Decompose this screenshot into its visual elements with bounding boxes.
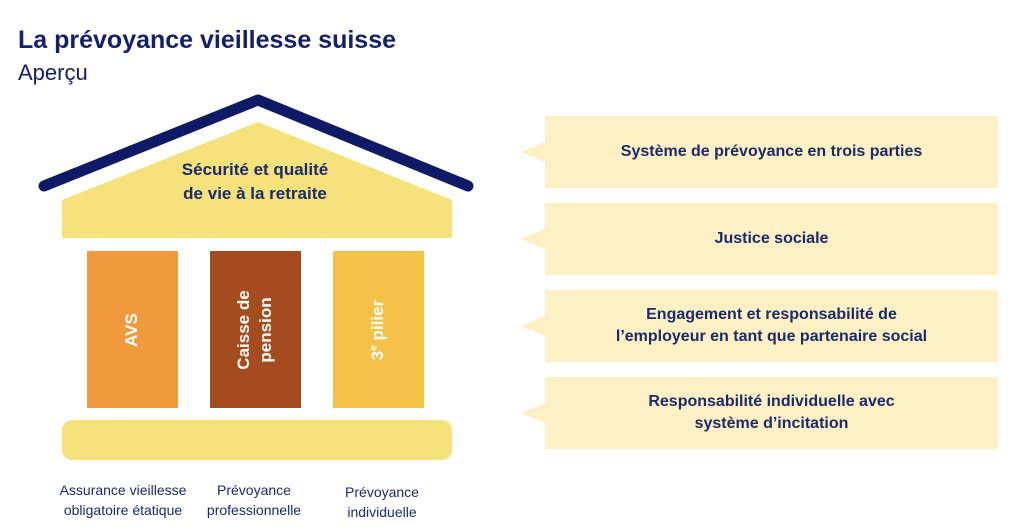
footer-label-professionnelle: Prévoyance professionnelle xyxy=(206,482,302,518)
pillar-3e-pilier xyxy=(333,251,424,408)
callout-systeme-trois-parties: Système de prévoyance en trois parties xyxy=(521,116,998,188)
footer-label-individuelle: Prévoyance individuelle xyxy=(345,484,419,520)
house-base xyxy=(62,420,452,460)
callout-justice-sociale: Justice sociale xyxy=(521,203,998,275)
roof-gable xyxy=(62,122,452,238)
footer-label-avs: Assurance vieillesse obligatoire étatiqu… xyxy=(59,482,187,518)
roof-text-line2: de vie à la retraite xyxy=(183,184,327,203)
pillar-caisse-de-pension xyxy=(210,251,301,408)
pillar-label-avs: AVS xyxy=(122,313,141,347)
page-subtitle: Aperçu xyxy=(18,60,88,85)
page-title: La prévoyance vieillesse suisse xyxy=(18,26,397,54)
roof-text-line1: Sécurité et qualité xyxy=(181,160,329,179)
pillar-label-3e-pilier: 3e pilier xyxy=(368,299,387,361)
roof-text: Sécurité et qualité de vie à la retraite xyxy=(150,158,360,206)
house-diagram xyxy=(38,94,474,460)
pillar-label-caisse-de-pension: Caisse de pension xyxy=(234,290,275,370)
pillar-avs xyxy=(87,251,178,408)
roof-outline xyxy=(38,94,474,192)
